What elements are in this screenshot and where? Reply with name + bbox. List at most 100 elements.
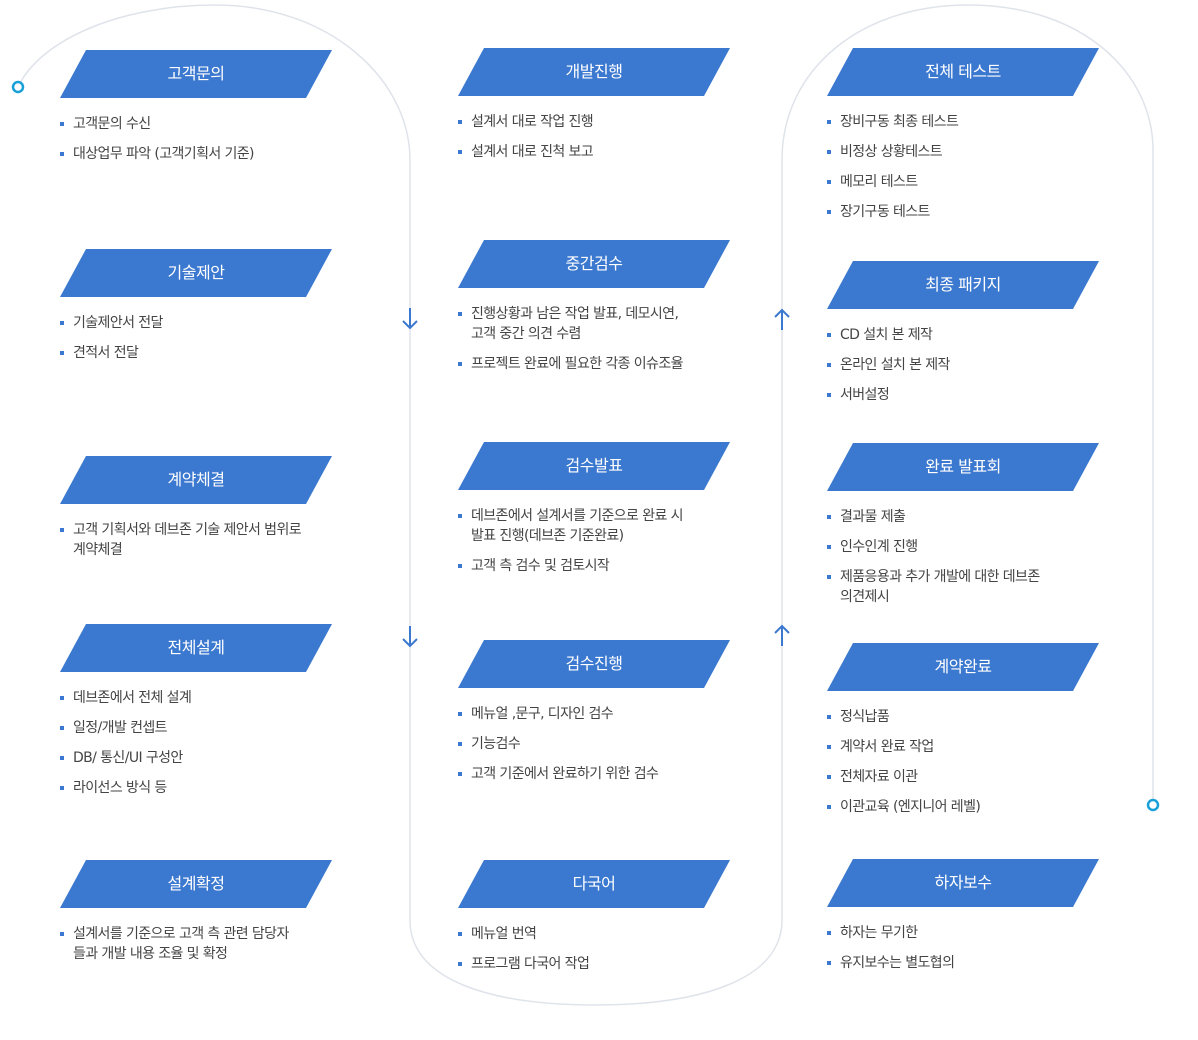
- arrow-down-icon: [402, 308, 418, 330]
- list-item-text: 제품응용과 추가 개발에 대한 데브존 의견제시: [840, 569, 1040, 605]
- bullet-icon: [827, 333, 831, 337]
- bullet-icon: [458, 564, 462, 568]
- step-title: 전체설계: [60, 624, 332, 672]
- list-item: 진행상황과 남은 작업 발표, 데모시연, 고객 중간 의견 수렴: [458, 304, 758, 344]
- list-item-text: 진행상황과 남은 작업 발표, 데모시연, 고객 중간 의견 수렴: [471, 306, 679, 342]
- list-item-text: 설계서 대로 진척 보고: [471, 144, 594, 160]
- bullet-icon: [827, 150, 831, 154]
- list-item-text: 데브존에서 전체 설계: [73, 690, 192, 706]
- list-item: 프로그램 다국어 작업: [458, 954, 758, 974]
- list-item-text: 설계서를 기준으로 고객 측 관련 담당자 들과 개발 내용 조율 및 확정: [73, 926, 289, 962]
- bullet-icon: [458, 772, 462, 776]
- list-item-text: 메뉴얼 번역: [471, 926, 537, 942]
- list-item: 라이선스 방식 등: [60, 778, 360, 798]
- bullet-icon: [827, 515, 831, 519]
- list-item-text: 비정상 상황테스트: [840, 144, 943, 160]
- list-item-text: 프로젝트 완료에 필요한 각종 이슈조율: [471, 356, 683, 372]
- list-item: 고객 기준에서 완료하기 위한 검수: [458, 764, 758, 784]
- arrow-down-icon: [402, 626, 418, 648]
- step-items: 고객 기획서와 데브존 기술 제안서 범위로 계약체결: [60, 520, 360, 560]
- step-title: 설계확정: [60, 860, 332, 908]
- list-item-text: 기술제안서 전달: [73, 315, 163, 331]
- list-item: 이관교육 (엔지니어 레벨): [827, 797, 1127, 817]
- list-item: 장기구동 테스트: [827, 202, 1127, 222]
- bullet-icon: [458, 932, 462, 936]
- step-items: 설계서를 기준으로 고객 측 관련 담당자 들과 개발 내용 조율 및 확정: [60, 924, 360, 964]
- bullet-icon: [827, 545, 831, 549]
- list-item-text: 고객 기준에서 완료하기 위한 검수: [471, 766, 659, 782]
- end-node: [1146, 798, 1160, 812]
- list-item: 유지보수는 별도협의: [827, 953, 1127, 973]
- list-item: 메뉴얼 번역: [458, 924, 758, 944]
- bullet-icon: [827, 805, 831, 809]
- step-title: 다국어: [458, 860, 730, 908]
- list-item-text: 메뉴얼 ,문구, 디자인 검수: [471, 706, 614, 722]
- step-title: 기술제안: [60, 249, 332, 297]
- bullet-icon: [60, 152, 64, 156]
- list-item: DB/ 통신/UI 구성안: [60, 748, 360, 768]
- bullet-icon: [60, 786, 64, 790]
- step-title: 전체 테스트: [827, 48, 1099, 96]
- bullet-icon: [60, 321, 64, 325]
- list-item-text: 전체자료 이관: [840, 769, 918, 785]
- bullet-icon: [458, 312, 462, 316]
- start-node: [11, 80, 25, 94]
- bullet-icon: [60, 696, 64, 700]
- list-item: 견적서 전달: [60, 343, 360, 363]
- list-item-text: 장기구동 테스트: [840, 204, 930, 220]
- list-item: 일정/개발 컨셉트: [60, 718, 360, 738]
- list-item: 서버설정: [827, 385, 1127, 405]
- bullet-icon: [827, 575, 831, 579]
- list-item: 제품응용과 추가 개발에 대한 데브존 의견제시: [827, 567, 1127, 607]
- bullet-icon: [458, 514, 462, 518]
- bullet-icon: [458, 712, 462, 716]
- list-item: 데브존에서 전체 설계: [60, 688, 360, 708]
- bullet-icon: [60, 932, 64, 936]
- list-item-text: 고객 기획서와 데브존 기술 제안서 범위로 계약체결: [73, 522, 302, 558]
- bullet-icon: [458, 962, 462, 966]
- bullet-icon: [827, 715, 831, 719]
- bullet-icon: [827, 363, 831, 367]
- bullet-icon: [60, 726, 64, 730]
- list-item-text: 설계서 대로 작업 진행: [471, 114, 594, 130]
- list-item: CD 설치 본 제작: [827, 325, 1127, 345]
- step-title: 계약체결: [60, 456, 332, 504]
- list-item: 인수인계 진행: [827, 537, 1127, 557]
- bullet-icon: [458, 742, 462, 746]
- list-item: 기능검수: [458, 734, 758, 754]
- step-title: 개발진행: [458, 48, 730, 96]
- list-item-text: 하자는 무기한: [840, 925, 918, 941]
- step-title: 고객문의: [60, 50, 332, 98]
- step-items: 데브존에서 설계서를 기준으로 완료 시 발표 진행(데브존 기준완료)고객 측…: [458, 506, 758, 576]
- list-item-text: 견적서 전달: [73, 345, 139, 361]
- step-title: 하자보수: [827, 859, 1099, 907]
- list-item-text: 정식납품: [840, 709, 890, 725]
- arrow-up-icon: [774, 624, 790, 646]
- bullet-icon: [827, 210, 831, 214]
- step-title: 완료 발표회: [827, 443, 1099, 491]
- list-item-text: 인수인계 진행: [840, 539, 918, 555]
- list-item-text: 고객문의 수신: [73, 116, 151, 132]
- bullet-icon: [60, 122, 64, 126]
- list-item-text: 기능검수: [471, 736, 521, 752]
- list-item-text: 라이선스 방식 등: [73, 780, 167, 796]
- bullet-icon: [827, 180, 831, 184]
